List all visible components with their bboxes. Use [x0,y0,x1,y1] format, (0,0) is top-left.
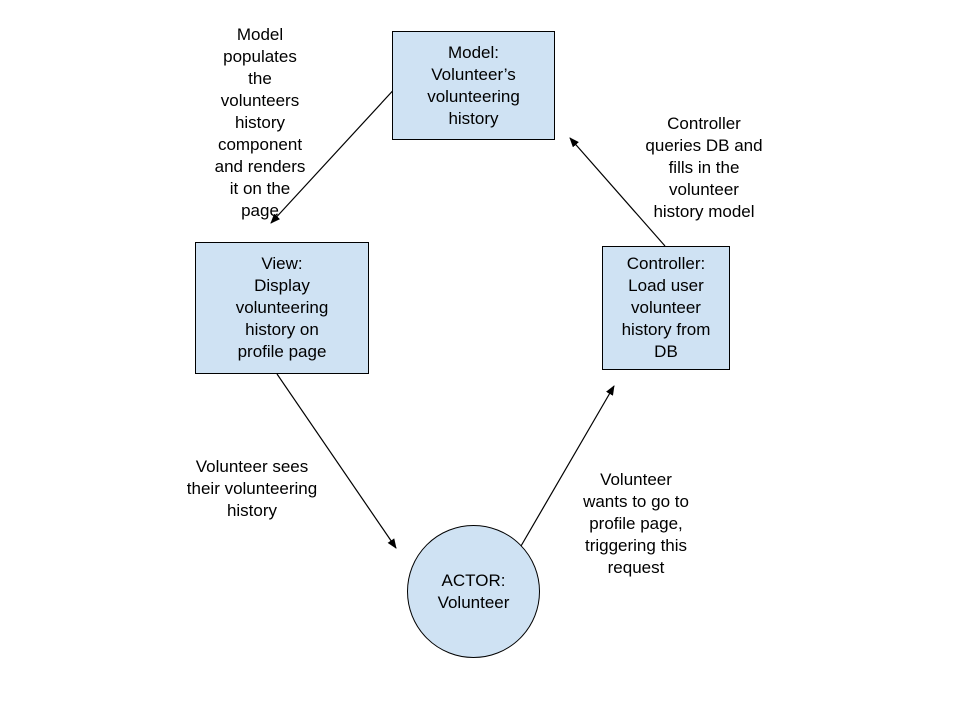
model-node: Model: Volunteer’s volunteering history [392,31,555,140]
edge-label-model-to-view: Model populates the volunteers history c… [214,25,306,220]
model-node-label: Model: Volunteer’s volunteering history [427,42,520,128]
arrow-controller-to-model [569,137,666,247]
controller-node-label: Controller: Load user volunteer history … [621,254,711,361]
arrow-view-to-actor [276,373,397,549]
edge-label-view-to-actor: Volunteer sees their volunteering histor… [186,457,318,520]
actor-node: ACTOR: Volunteer [407,525,540,658]
edge-label-controller-to-model: Controller queries DB and fills in the v… [645,114,763,221]
arrow-model-to-view [270,83,400,224]
view-node-label: View: Display volunteering history on pr… [235,254,329,361]
arrow-actor-to-controller [520,385,615,547]
actor-node-label: ACTOR: Volunteer [437,570,510,612]
view-node: View: Display volunteering history on pr… [195,242,369,374]
controller-node: Controller: Load user volunteer history … [602,246,730,370]
edge-label-actor-to-controller: Volunteer wants to go to profile page, t… [583,470,689,577]
